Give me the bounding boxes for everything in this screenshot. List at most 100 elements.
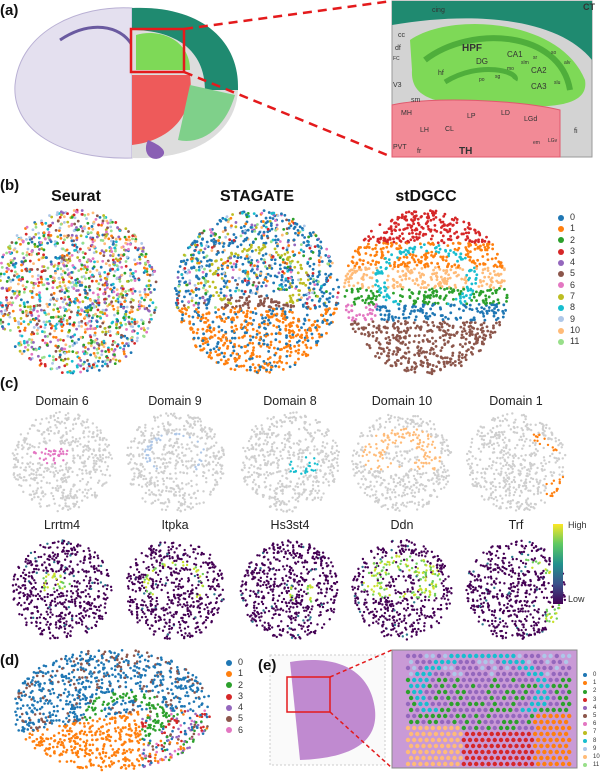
spot [365,343,369,346]
spot [54,486,57,490]
spot [56,484,59,488]
spot [183,295,186,299]
spot [86,221,90,225]
spot [270,332,274,336]
spot [404,352,408,355]
spot [498,320,501,324]
spot [462,295,466,299]
spot [120,273,124,277]
spot [462,309,465,313]
spot [397,236,400,240]
spot [222,312,226,316]
spot [234,305,238,308]
spot [66,508,70,512]
spot [244,326,248,329]
spot [264,265,267,268]
spot [439,367,442,371]
spot [458,351,462,355]
spot [96,433,99,436]
spot [429,237,433,241]
spot [281,260,285,264]
spot [23,328,26,332]
spot [183,281,187,284]
spot [316,319,319,323]
spot [469,268,473,272]
spot [237,356,241,360]
spot [51,281,55,284]
spot [37,326,40,330]
spot [64,287,68,291]
spot [29,477,33,480]
spot [51,463,54,466]
spot [278,240,282,243]
spot [228,242,232,245]
spot [492,269,496,273]
spot [141,322,145,325]
spot [321,321,325,324]
spot [224,359,228,363]
spot [387,342,391,345]
spot [492,314,496,318]
spot [222,242,226,245]
spot [460,277,464,281]
spot [402,329,406,333]
spot [58,504,61,507]
spot [113,362,117,365]
spot [355,262,359,266]
spot [269,340,273,344]
spot [48,439,51,442]
spot [436,262,440,265]
spot [250,258,254,262]
spot [55,213,59,217]
spot [131,325,135,328]
spot [33,605,36,609]
spot [497,301,501,305]
spot [296,333,300,337]
spot [76,299,80,302]
spot [413,367,417,371]
spot [289,299,293,303]
spot [408,246,412,250]
spot [367,344,371,347]
spot [76,473,79,477]
spot [245,236,249,240]
spot [79,335,83,339]
spot [57,229,61,233]
spot [55,626,58,629]
spot [293,361,297,365]
spot [81,420,84,423]
spot [53,636,57,640]
spot [354,317,358,321]
spot [271,238,275,242]
spot [197,268,201,272]
spot [51,324,54,328]
spot [49,604,52,607]
spot [419,325,423,329]
spot [196,282,200,285]
seurat-spatial-plot [0,208,158,375]
spot [231,241,235,245]
spot [193,310,197,313]
spot [220,276,224,280]
spot [384,337,388,340]
spot [283,312,287,316]
spot [42,234,46,238]
spot [52,414,56,417]
spot [40,330,44,333]
spot [95,459,98,463]
spot [203,247,207,251]
spot [122,347,126,351]
spot [392,318,395,322]
spot [425,311,428,315]
spot [464,358,468,362]
spot [197,301,201,305]
spot [37,231,41,235]
spot [463,323,466,327]
spot [247,321,251,325]
spot [124,312,128,316]
spot [269,222,273,225]
spot [14,477,18,481]
spot [16,603,19,606]
spot [240,345,243,349]
spot [297,339,301,343]
